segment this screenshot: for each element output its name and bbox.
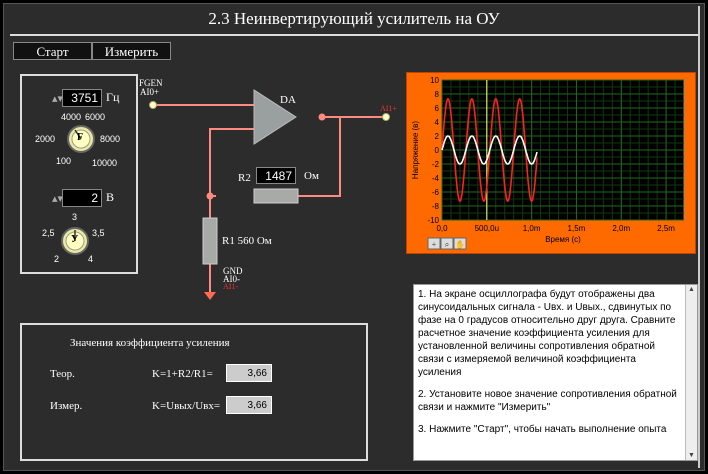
r2-resistor-icon	[253, 188, 299, 204]
coefficient-title: Значения коэффициента усиления	[70, 337, 230, 349]
ground-arrow-icon	[204, 292, 216, 300]
da-label: DA	[280, 94, 296, 106]
magnify-icon-glyph: ⌕	[445, 240, 449, 249]
ai0plus-label: AI0+	[140, 87, 160, 97]
y-tick-label: 2	[435, 132, 440, 141]
ai0minus-label: AI0-	[223, 274, 240, 284]
magnify-icon[interactable]	[440, 237, 454, 250]
freq-tick: 10000	[92, 158, 118, 168]
frequency-unit: Гц	[106, 90, 120, 104]
zoom-icon-glyph: +	[432, 240, 437, 249]
amplitude-knob-label: У	[71, 234, 79, 245]
x-tick-label: 1,0m	[523, 224, 541, 233]
frequency-knob-label: F	[77, 132, 84, 143]
instruction-3: 3. Нажмите "Старт", чтобы начать выполне…	[418, 424, 667, 435]
y-tick-label: -4	[432, 174, 440, 183]
y-tick-label: -10	[427, 216, 439, 225]
theoretical-label: Теор.	[50, 368, 75, 380]
freq-tick: 8000	[100, 134, 121, 144]
title-divider	[10, 34, 698, 36]
r1-resistor-icon	[202, 217, 218, 265]
amp-tick: 2,5	[42, 228, 55, 238]
instructions-box[interactable]: 1. На экране осциллографа будут отображе…	[413, 284, 698, 461]
coefficient-panel	[20, 323, 368, 461]
r1-label: R1 560 Ом	[222, 235, 272, 247]
fgen-terminal	[149, 101, 157, 109]
measured-label: Измер.	[50, 400, 83, 412]
x-tick-label: 1,5m	[568, 224, 586, 233]
r2-unit: Ом	[304, 170, 319, 182]
y-tick-label: 8	[435, 90, 440, 99]
x-axis-label: Время (с)	[545, 235, 581, 244]
start-button[interactable]: Старт	[13, 42, 92, 60]
y-tick-label: 4	[435, 118, 440, 127]
y-tick-label: 10	[430, 76, 439, 85]
pan-icon-glyph: ✋	[455, 239, 465, 249]
fgen-label: FGEN	[139, 78, 163, 88]
amp-tick: 4	[88, 254, 94, 264]
theoretical-value: 3,66	[226, 364, 272, 382]
instruction-1: 1. На экране осциллографа будут отображе…	[418, 289, 676, 378]
input-signal-line	[441, 135, 538, 165]
x-tick-label: 2,0m	[612, 224, 630, 233]
y-tick-label: 0	[435, 146, 440, 155]
zoom-icon[interactable]	[427, 237, 441, 250]
generator-panel	[20, 74, 138, 274]
amp-tick: 3	[72, 212, 78, 222]
frequency-input[interactable]: 3751	[62, 89, 102, 107]
scroll-up-icon[interactable]: ▲	[688, 285, 695, 293]
amplitude-input[interactable]: 2	[62, 189, 102, 207]
theoretical-formula: K=1+R2/R1=	[152, 368, 213, 380]
y-tick-label: 6	[435, 104, 440, 113]
gnd-label: GND	[223, 266, 243, 276]
pan-icon[interactable]	[453, 237, 467, 250]
y-tick-label: -2	[432, 160, 440, 169]
x-tick-label: 500,0u	[475, 224, 499, 233]
x-tick-label: 0,0	[436, 224, 448, 233]
ai1minus-label: AI1-	[223, 282, 239, 291]
frequency-knob[interactable]	[66, 124, 96, 154]
measured-value: 3,66	[226, 396, 272, 414]
instructions-scrollbar[interactable]: ▲ ▼	[685, 285, 697, 460]
measured-formula: K=Uвых/Uвх=	[152, 400, 221, 412]
op-amp-icon	[253, 89, 297, 145]
r2-label: R2	[238, 172, 251, 184]
output-terminal	[382, 113, 390, 121]
freq-tick: 100	[56, 156, 72, 166]
ai1plus-label: AI1+	[380, 104, 397, 113]
freq-tick: 4000	[61, 112, 82, 122]
freq-tick: 6000	[85, 112, 106, 122]
oscilloscope-chart: 10 8 6 4 2 0 -2 -4 -6 -8 -100,0 500,0u 1,0m 1,5m 2,0m 2…	[411, 76, 685, 250]
freq-stepper-icon[interactable]: ▴▾	[52, 93, 64, 105]
amp-tick: 3,5	[92, 228, 105, 238]
scroll-down-icon[interactable]: ▼	[688, 451, 695, 459]
amp-stepper-icon[interactable]: ▴▾	[52, 193, 64, 205]
r2-input[interactable]: 1487	[256, 167, 296, 184]
y-axis-label: Напряжение (в)	[411, 121, 420, 180]
y-tick-label: -8	[432, 202, 440, 211]
instruction-2: 2. Установите новое значение сопротивлен…	[418, 389, 677, 413]
x-tick-label: 2,5m	[657, 224, 675, 233]
amp-tick: 2	[54, 254, 60, 264]
window-title: 2.3 Неинвертирующий усилитель на ОУ	[208, 9, 500, 28]
amplitude-knob[interactable]	[60, 226, 90, 256]
amplitude-unit: В	[106, 190, 115, 204]
measure-button[interactable]: Измерить	[92, 42, 171, 60]
y-tick-label: -6	[432, 188, 440, 197]
frame-edge	[698, 6, 700, 468]
freq-tick: 2000	[35, 134, 56, 144]
app-window: 2.3 Неинвертирующий усилитель на ОУ Стар…	[3, 3, 705, 471]
circuit-diagram	[149, 89, 390, 300]
